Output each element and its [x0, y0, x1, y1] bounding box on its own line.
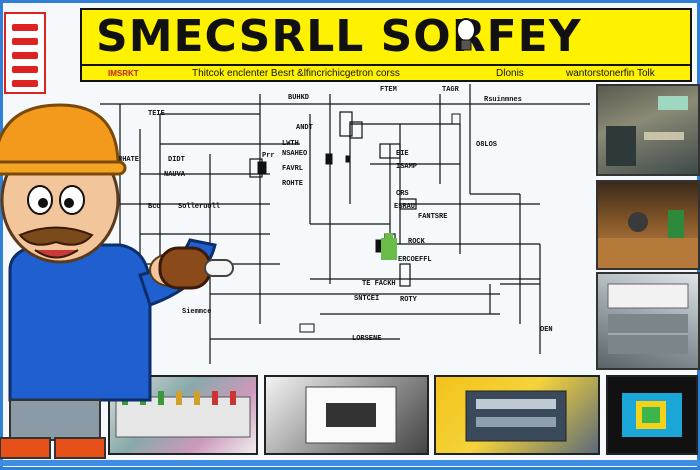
diagram-label: TE FACKH — [362, 280, 396, 288]
right-text: wantorstonerfin Tolk — [566, 68, 655, 79]
circuit-diagram — [100, 84, 590, 364]
title-banner — [80, 8, 692, 66]
electrical-panel-photo — [596, 272, 700, 370]
diagram-label: Prr — [262, 152, 275, 160]
diagram-label: TEIE — [148, 110, 165, 118]
diagram-label: Bco — [148, 203, 161, 211]
diagram-label: HHATE — [118, 156, 140, 164]
diagram-label: SNTCEI — [354, 295, 380, 303]
cartoon-worker-illustration — [0, 103, 234, 459]
brand-logo — [4, 12, 46, 94]
diagram-label: NSAHEO — [282, 150, 308, 158]
diagram-label: OEN — [540, 326, 553, 334]
diagram-label: BUHKD — [288, 94, 310, 102]
diagram-label: CRS — [396, 190, 409, 198]
diagram-label: O8LOS — [476, 141, 498, 149]
badge-text: IMSRKT — [108, 69, 139, 78]
subtitle-text: Thitcok enclenter Besrt &lfincrichicgetr… — [192, 68, 400, 79]
diagram-label: LWTH — [282, 140, 299, 148]
poster-title: SMECSRLL SORFEY — [96, 11, 582, 62]
diagram-label: Siemmce — [182, 308, 212, 316]
diagram-label: ISAMP — [396, 163, 418, 171]
diagram-label: DIDT — [168, 156, 185, 164]
diagram-label: LORSENE — [352, 335, 382, 343]
diagram-label: ESRAU — [394, 203, 416, 211]
diagram-label: EIE — [396, 150, 409, 158]
diagram-label: ROHTE — [282, 180, 304, 188]
software-logo-photo — [606, 375, 698, 455]
diagram-label: NAUVA — [164, 171, 186, 179]
subtitle-bar — [80, 66, 692, 82]
diagram-label: ANDT — [296, 124, 313, 132]
mid-text: Dlonis — [496, 68, 524, 79]
diagram-label: Solleruoll — [178, 203, 221, 211]
diagram-label: ROTY — [400, 296, 417, 304]
diagram-label: Rsuinmnes — [484, 96, 522, 104]
bottom-stripe — [0, 460, 700, 466]
workshop-photo — [596, 84, 700, 176]
diagram-label: ERCOEFFL — [398, 256, 432, 264]
terminal-block-photo — [108, 375, 258, 455]
circuit-breaker-photo — [264, 375, 429, 455]
diagram-label: FAVRL — [282, 165, 304, 173]
diagram-label: FTEM — [380, 86, 397, 94]
lightbulb-icon — [456, 18, 476, 51]
diagram-label: ROCK — [408, 238, 425, 246]
garage-photo — [596, 180, 700, 270]
diagram-label: TAGR — [442, 86, 459, 94]
diagram-label: FANTSRE — [418, 213, 448, 221]
wiring-board-photo — [434, 375, 600, 455]
